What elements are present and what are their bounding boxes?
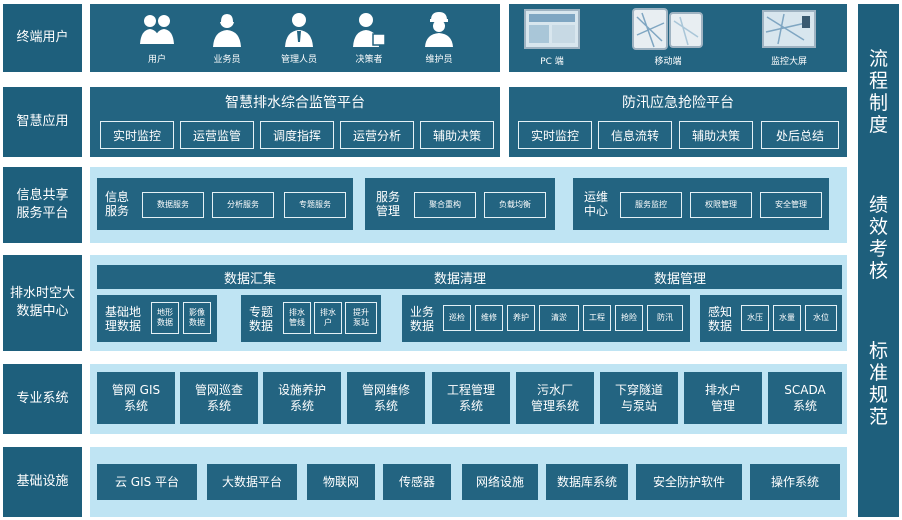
sharing-item: 数据服务	[142, 192, 204, 218]
monitor-wall-icon	[762, 10, 816, 48]
decision-maker-icon	[351, 10, 387, 48]
data-item: 排水 户	[314, 302, 342, 334]
maintainer-label: 维护员	[409, 52, 469, 65]
data-item: 水压	[741, 305, 769, 331]
infra-box: 传感器	[383, 464, 451, 500]
decision-maker-label: 决策者	[339, 52, 399, 65]
mobile-icon	[632, 7, 704, 51]
row-label-smart-apps: 智慧应用	[3, 87, 82, 157]
maintainer-icon	[423, 10, 455, 48]
sharing-group-title: 运维 中心	[576, 180, 616, 228]
data-item: 养护	[507, 305, 535, 331]
infra-box: 数据库系统	[546, 464, 628, 500]
system-box: 下穿隧道 与泵站	[600, 372, 678, 424]
data-item: 巡检	[443, 305, 471, 331]
data-item: 提升 泵站	[345, 302, 377, 334]
system-box: 管网 GIS 系统	[97, 372, 175, 424]
system-box: 管网巡查 系统	[180, 372, 258, 424]
platform-left-item: 调度指挥	[260, 121, 334, 149]
sharing-group-title: 服务 管理	[368, 180, 408, 228]
user-label: 用户	[127, 52, 187, 65]
infra-box: 网络设施	[462, 464, 538, 500]
clerk-label: 业务员	[197, 52, 257, 65]
row-label-infrastructure: 基础设施	[3, 447, 82, 517]
infra-box: 云 GIS 平台	[97, 464, 197, 500]
data-item: 水位	[805, 305, 837, 331]
platform-right-item: 信息流转	[598, 121, 672, 149]
row-label-info-sharing: 信息共享 服务平台	[3, 167, 82, 243]
side-process-system: 流程制度	[869, 48, 888, 136]
sharing-item: 专题服务	[284, 192, 346, 218]
platform-right-item: 实时监控	[518, 121, 592, 149]
platform-left-title: 智慧排水综合监管平台	[90, 92, 500, 112]
data-group-title: 业务 数据	[404, 297, 440, 340]
row-label-terminal-users: 终端用户	[3, 4, 82, 72]
data-header-manage: 数据管理	[630, 268, 730, 287]
side-standards: 标准规范	[869, 340, 888, 428]
sharing-item: 负载均衡	[484, 192, 546, 218]
data-item: 清淤	[539, 305, 579, 331]
infra-box: 安全防护软件	[636, 464, 742, 500]
platform-left-item: 运营监管	[180, 121, 254, 149]
system-box: 设施养护 系统	[263, 372, 341, 424]
system-box: 污水厂 管理系统	[516, 372, 594, 424]
data-item: 水量	[773, 305, 801, 331]
sharing-group-title: 信息 服务	[99, 180, 135, 228]
row-label-professional: 专业系统	[3, 364, 82, 434]
data-item: 防汛	[647, 305, 683, 331]
sharing-item: 权限管理	[690, 192, 752, 218]
platform-right-title: 防汛应急抢险平台	[509, 92, 847, 112]
clerk-icon	[211, 10, 243, 48]
sharing-item: 服务监控	[620, 192, 682, 218]
data-item: 维修	[475, 305, 503, 331]
user-group-icon	[138, 10, 176, 48]
data-item: 抢险	[615, 305, 643, 331]
platform-left-item: 运营分析	[340, 121, 414, 149]
platform-left-item: 实时监控	[100, 121, 174, 149]
infra-box: 物联网	[307, 464, 375, 500]
data-header-collect: 数据汇集	[200, 268, 300, 287]
infra-box: 大数据平台	[207, 464, 297, 500]
infra-box: 操作系统	[750, 464, 840, 500]
pc-label: PC 端	[522, 54, 582, 67]
data-group-title: 感知 数据	[702, 297, 738, 340]
pc-screen-icon	[524, 9, 580, 49]
platform-right-item: 处后总结	[761, 121, 839, 149]
data-item: 地形 数据	[151, 302, 179, 334]
data-item: 排水 管线	[283, 302, 311, 334]
manager-label: 管理人员	[269, 52, 329, 65]
system-box: 排水户 管理	[684, 372, 762, 424]
manager-icon	[283, 10, 315, 48]
monitor-wall-label: 监控大屏	[759, 54, 819, 67]
data-group-title: 基础地 理数据	[99, 297, 147, 340]
system-box: SCADA 系统	[768, 372, 842, 424]
system-box: 工程管理 系统	[432, 372, 510, 424]
platform-left-item: 辅助决策	[420, 121, 494, 149]
platform-right-item: 辅助决策	[679, 121, 753, 149]
data-group-title: 专题 数据	[243, 297, 279, 340]
side-column: 流程制度 绩效考核 标准规范	[858, 4, 899, 517]
mobile-label: 移动端	[638, 54, 698, 67]
side-performance: 绩效考核	[869, 194, 888, 282]
sharing-item: 安全管理	[760, 192, 822, 218]
data-item: 影像 数据	[183, 302, 211, 334]
data-header-clean: 数据清理	[410, 268, 510, 287]
system-box: 管网维修 系统	[347, 372, 425, 424]
sharing-item: 分析服务	[212, 192, 274, 218]
row-label-data-center: 排水时空大 数据中心	[3, 255, 82, 351]
sharing-item: 聚合重构	[414, 192, 476, 218]
data-item: 工程	[583, 305, 611, 331]
